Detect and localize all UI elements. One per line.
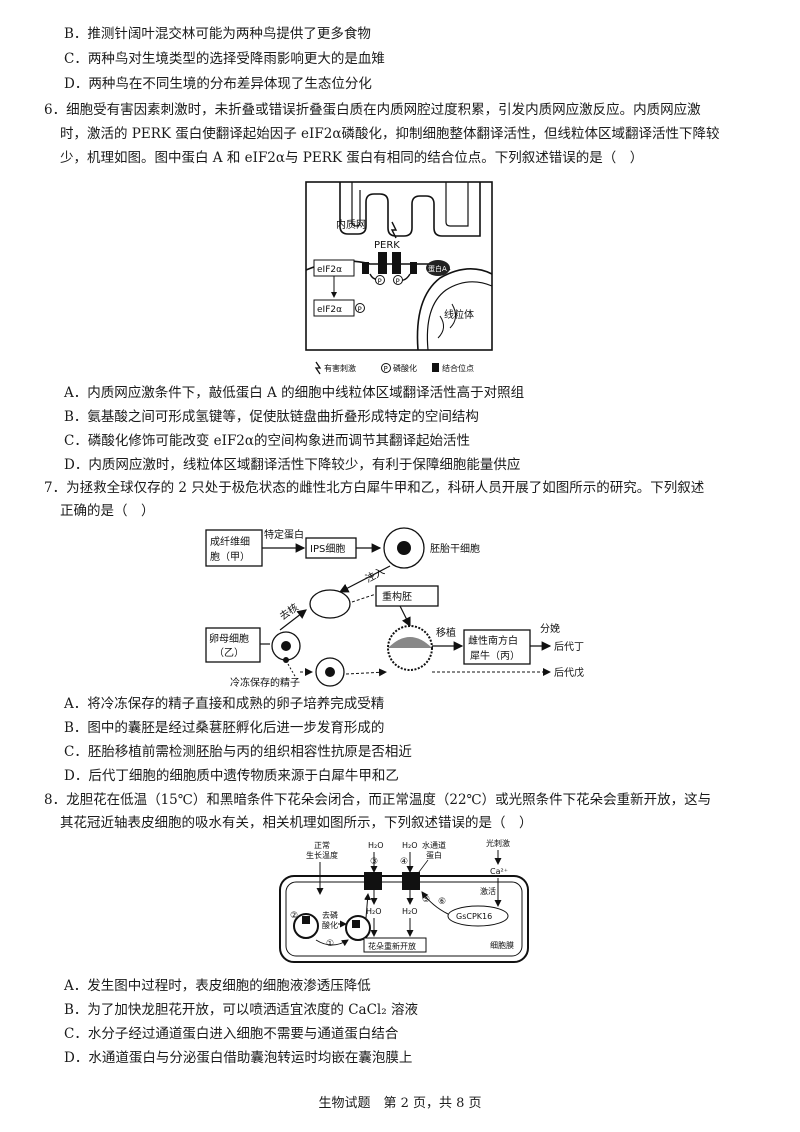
q6-option-d: D．内质网应激时，线粒体区域翻译活性下降较少，有利于保障细胞能量供应: [64, 457, 521, 473]
q6-figure: 内质网 PERK P P eIF2α eIF2α P 蛋白A 线粒体: [305, 181, 493, 375]
q8-h2o-in2: H₂O: [402, 841, 418, 850]
q7-oocyte-line2: （乙）: [214, 647, 244, 659]
q8-membrane-label: 细胞膜: [490, 940, 514, 950]
q8-n1: ①: [326, 939, 334, 949]
q7-offspring-w: 后代戊: [554, 667, 584, 679]
q7-option-c: C．胚胎移植前需检测胚胎与丙的组织相容性抗原是否相近: [64, 744, 412, 760]
q7-oocyte-line1: 卵母细胞: [209, 632, 249, 645]
q8-activate-label: 激活: [480, 886, 496, 896]
q5-option-c: C．两种鸟对生境类型的选择受降雨影响更大的是血雉: [64, 51, 385, 67]
q7-recon-label: 重构胚: [382, 590, 412, 603]
q8-reopen-label: 花朵重新开放: [368, 941, 416, 951]
q7-fibro-line1: 成纤维细: [210, 535, 250, 548]
q8-water-line2: 蛋白: [426, 850, 442, 860]
q8-n5: ⑤: [422, 895, 430, 905]
q6-legend-p: P: [384, 365, 388, 373]
q7-offspring-d: 后代丁: [554, 641, 584, 653]
q7-option-b: B．图中的囊胚是经过桑葚胚孵化后进一步发育形成的: [64, 720, 385, 736]
q7-figure: 成纤维细 胞（甲） 特定蛋白 IPS细胞 胚胎干细胞 注入 去核 重构胚 卵母细…: [205, 527, 584, 689]
q5-option-d: D．两种鸟在不同生境的分布差异体现了生态位分化: [64, 76, 372, 92]
q8-water-line1: 水通道: [422, 840, 446, 850]
page-footer: 生物试题 第 2 页，共 8 页: [318, 1096, 482, 1111]
q8-option-d: D．水通道蛋白与分泌蛋白借助囊泡转运时均嵌在囊泡膜上: [64, 1050, 413, 1066]
q7-option-a: A．将冷冻保存的精子直接和成熟的卵子培养完成受精: [64, 696, 385, 712]
q8-option-c: C．水分子经过通道蛋白进入细胞不需要与通道蛋白结合: [64, 1026, 399, 1042]
q8-h2o-out1: H₂O: [366, 907, 382, 916]
q8-stem-line2: 其花冠近轴表皮细胞的吸水有关，相关机理如图所示，下列叙述错误的是（ ）: [60, 815, 533, 831]
q6-stem-line1: 6．细胞受有害因素刺激时，未折叠或错误折叠蛋白质在内质网腔过度积累，引发内质网应…: [44, 102, 701, 118]
q7-female-line2: 犀牛（丙）: [470, 649, 520, 662]
q8-h2o-in1: H₂O: [368, 841, 384, 850]
q6-legend-stimulus: 有害刺激: [324, 363, 356, 373]
q6-mito-label: 线粒体: [444, 308, 474, 321]
q6-p1-label: P: [378, 278, 382, 286]
q8-light-label: 光刺激: [486, 838, 510, 848]
q6-stem-line3: 少，机理如图。图中蛋白 A 和 eIF2α与 PERK 蛋白有相同的结合位点。下…: [60, 150, 644, 166]
q6-option-b: B．氨基酸之间可形成氢键等，促使肽链盘曲折叠形成特定的空间结构: [64, 409, 479, 425]
q7-ips-label: IPS细胞: [310, 542, 345, 555]
q7-birth-label: 分娩: [540, 622, 560, 635]
q7-stem-line1: 7．为拯救全球仅存的 2 只处于极危状态的雌性北方白犀牛甲和乙，科研人员开展了如…: [44, 480, 705, 496]
q7-transplant-label: 移植: [436, 626, 456, 639]
q8-figure: 正常 生长温度 H₂O ③ H₂O ④ 水通道 蛋白 光刺激 Ca²⁺ 激活 G…: [279, 838, 529, 963]
q7-es-label: 胚胎干细胞: [430, 542, 480, 555]
q8-n4: ④: [400, 857, 408, 867]
q8-normal-line2: 生长温度: [306, 850, 338, 860]
q6-protein-a-label: 蛋白A: [428, 264, 447, 273]
q8-n6: ⑥: [438, 897, 446, 907]
q8-n2: ②: [290, 911, 298, 921]
q6-option-a: A．内质网应激条件下，敲低蛋白 A 的细胞中线粒体区域翻译活性高于对照组: [64, 385, 525, 401]
q8-option-b: B．为了加快龙胆花开放，可以喷洒适宜浓度的 CaCl₂ 溶液: [64, 1002, 418, 1018]
q8-ca-label: Ca²⁺: [490, 867, 508, 876]
q7-stem-line2: 正确的是（ ）: [60, 503, 155, 519]
q8-stem-line1: 8．龙胆花在低温（15℃）和黑暗条件下花朵会闭合，而正常温度（22℃）或光照条件…: [44, 792, 712, 808]
q6-legend-site: 结合位点: [442, 363, 474, 373]
q8-normal-line1: 正常: [314, 841, 330, 850]
q8-dephos-line1: 去磷: [322, 910, 338, 920]
q6-er-label: 内质网: [336, 218, 366, 231]
q6-eif-label: eIF2α: [317, 265, 342, 275]
q8-gcpk-label: GsCPK16: [456, 912, 492, 921]
q6-eifp-label: eIF2α: [317, 305, 342, 315]
q8-option-a: A．发生图中过程时，表皮细胞的细胞液渗透压降低: [64, 978, 371, 994]
q6-option-c: C．磷酸化修饰可能改变 eIF2α的空间构象进而调节其翻译起始活性: [64, 433, 471, 449]
q7-inject-label: 注入: [363, 564, 387, 585]
q8-dephos-line2: 酸化: [322, 920, 338, 930]
q7-special-protein: 特定蛋白: [264, 528, 304, 541]
q7-option-d: D．后代丁细胞的细胞质中遗传物质来源于白犀牛甲和乙: [64, 768, 399, 784]
q7-fibro-line2: 胞（甲）: [210, 551, 250, 563]
q7-female-line1: 雌性南方白: [468, 634, 518, 647]
q7-enuc-label: 去核: [277, 601, 301, 623]
q6-legend-phos: 磷酸化: [393, 363, 417, 373]
q6-stem-line2: 时，激活的 PERK 蛋白使翻译起始因子 eIF2α磷酸化，抑制细胞整体翻译活性…: [60, 126, 720, 142]
q8-h2o-out2: H₂O: [402, 907, 418, 916]
q6-p3-label: P: [358, 306, 362, 314]
q7-sperm-label: 冷冻保存的精子: [230, 676, 300, 689]
q5-option-b: B．推测针阔叶混交林可能为两种鸟提供了更多食物: [64, 26, 371, 42]
q6-p2-label: P: [396, 278, 400, 286]
q6-perk-label: PERK: [374, 240, 400, 251]
